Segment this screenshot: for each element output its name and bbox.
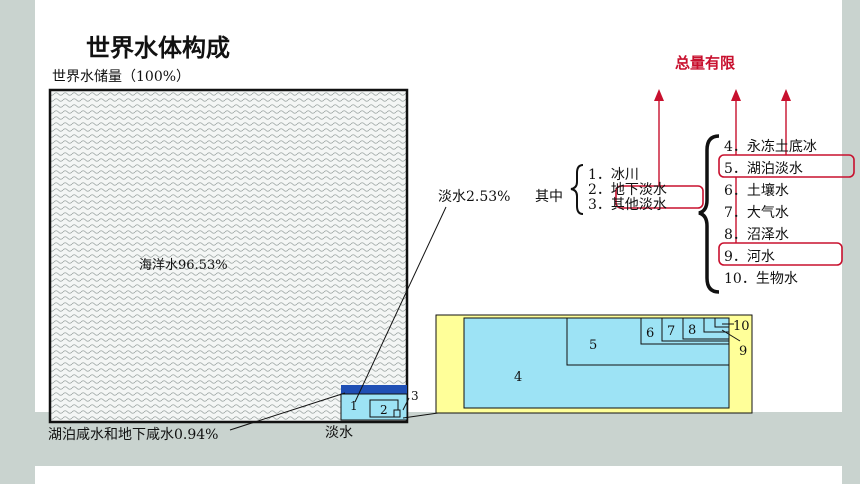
freshwater-sub-box-2 [369, 399, 399, 418]
qizhong-label: 其中 [535, 189, 563, 205]
zoom-number-4: 4 [514, 370, 522, 385]
left-brace [570, 164, 584, 215]
freshwater-types-list: 1．冰川 2．地下淡水 3．其他淡水 [588, 168, 667, 213]
total-water-label: 世界水储量（100%） [52, 69, 191, 85]
slide-bottom-area [35, 466, 842, 484]
arrow-head-lake [781, 89, 791, 101]
list-item-other-freshwater: 3．其他淡水 [588, 197, 667, 213]
zoom-number-6: 6 [646, 326, 654, 341]
list-item-soil-water: 6．土壤水 [724, 183, 789, 199]
freshwater-label: 淡水2.53% [438, 189, 511, 205]
list-item-permafrost-ice: 4．永冻土底冰 [724, 139, 817, 155]
list-item-atmospheric-water: 7．大气水 [724, 205, 789, 221]
arrow-head-groundwater [654, 89, 664, 101]
highlight-river [718, 242, 843, 266]
box-number-1: 1 [350, 399, 358, 413]
left-side-band [0, 0, 35, 484]
zoom-9-leader [721, 329, 741, 342]
zoom-number-7: 7 [667, 324, 675, 339]
list-item-glacier: 1．冰川 [588, 167, 639, 183]
freshwater-caption: 淡水 [325, 425, 353, 441]
arrow-head-river [731, 89, 741, 101]
list-item-swamp-water: 8．沼泽水 [724, 227, 789, 243]
list-item-biological-water: 10．生物水 [724, 271, 798, 287]
right-side-band [842, 0, 860, 484]
fresh-leader-line [354, 206, 447, 403]
other-freshwater-list: 4．永冻土底冰 5．湖泊淡水 6．土壤水 7．大气水 8．沼泽水 9．河水 10… [724, 136, 817, 290]
saline-water-strip [341, 385, 407, 394]
ocean-water-label: 海洋水96.53% [139, 258, 228, 273]
limited-total-label: 总量有限 [675, 54, 736, 72]
right-brace [698, 134, 720, 294]
list-item-lake-freshwater: 5．湖泊淡水 [724, 161, 803, 177]
box-number-2: 2 [380, 403, 388, 417]
box-number-3: 3 [411, 389, 419, 403]
zoom-connector-line [402, 412, 439, 419]
zoom-number-5: 5 [589, 338, 597, 353]
page-title: 世界水体构成 [86, 34, 230, 62]
total-water-box [48, 88, 409, 424]
list-item-river-water: 9．河水 [724, 249, 775, 265]
zoom-number-10: 10 [733, 319, 750, 334]
zoom-number-8: 8 [688, 323, 696, 338]
box3-leader-line [402, 397, 410, 411]
saline-water-label: 湖泊咸水和地下咸水0.94% [48, 427, 219, 443]
zoom-box-10 [714, 317, 730, 328]
freshwater-sub-box-3 [393, 409, 401, 418]
list-item-groundwater: 2．地下淡水 [588, 182, 667, 198]
zoom-number-9: 9 [739, 344, 747, 359]
saline-leader-line [229, 392, 346, 431]
